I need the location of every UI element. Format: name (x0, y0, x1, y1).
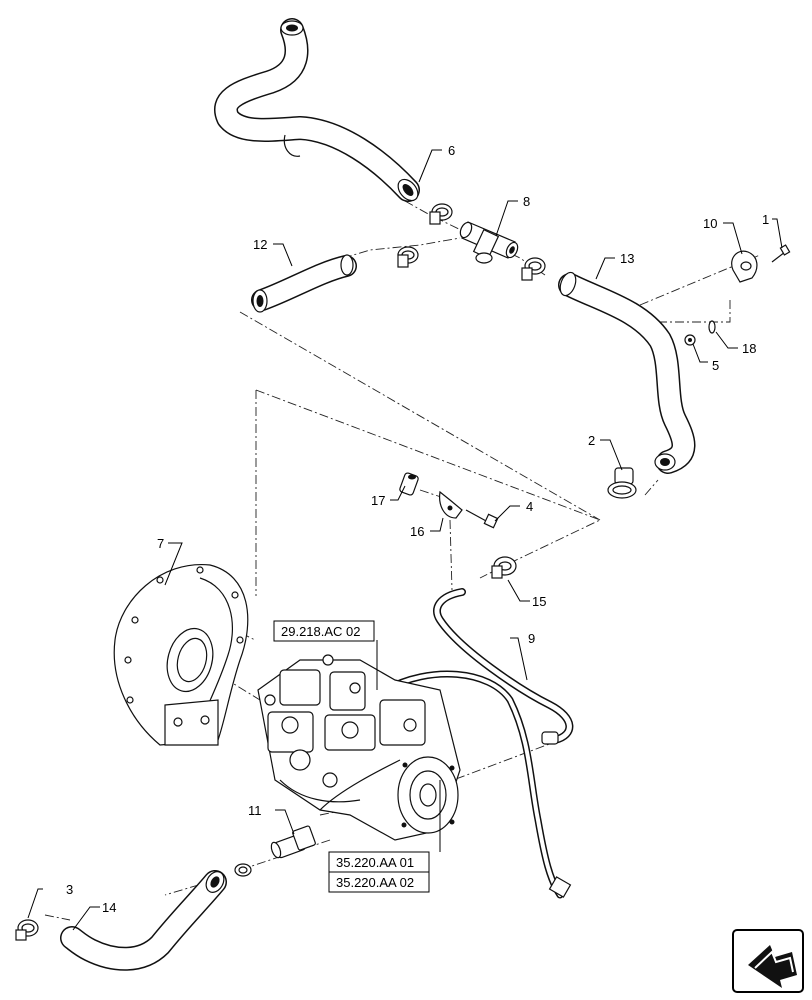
fitting-part-11[interactable] (270, 825, 316, 859)
callout-3[interactable]: 3 (66, 882, 73, 897)
hose-clamp-upper[interactable] (429, 203, 453, 225)
callout-6[interactable]: 6 (448, 143, 455, 158)
callout-2[interactable]: 2 (588, 433, 595, 448)
hose-part-14[interactable] (60, 868, 227, 971)
callout-16[interactable]: 16 (410, 524, 424, 539)
leader-lines (27, 149, 783, 931)
callout-10[interactable]: 10 (703, 216, 717, 231)
bracket-part-10[interactable] (731, 250, 758, 283)
hose-clamp-left[interactable] (397, 246, 419, 268)
reference-box-29-218-ac-02[interactable]: 29.218.AC 02 (273, 620, 375, 642)
hose-part-12[interactable] (251, 254, 357, 313)
reference-label-2: 35.220.AA 01 (336, 855, 414, 870)
hose-clamp-right[interactable] (521, 257, 546, 281)
clamp-part-15[interactable] (491, 556, 517, 579)
bolt-part-4[interactable] (465, 509, 499, 529)
callout-5[interactable]: 5 (712, 358, 719, 373)
hose-clamp-lower[interactable] (234, 863, 252, 877)
tube-part-9[interactable] (433, 588, 574, 745)
hydrostatic-pump-assembly[interactable] (257, 654, 461, 841)
hose-part-13[interactable] (557, 270, 696, 474)
callout-13[interactable]: 13 (620, 251, 634, 266)
callout-4[interactable]: 4 (526, 499, 533, 514)
reference-label-1: 29.218.AC 02 (281, 624, 361, 639)
housing-part-7[interactable] (113, 564, 249, 746)
callout-labels: 6 8 12 13 10 1 5 18 2 17 16 4 15 9 7 11 … (66, 143, 769, 915)
callout-9[interactable]: 9 (528, 631, 535, 646)
navigation-arrow-icon[interactable] (732, 929, 804, 993)
reference-box-35-220-aa[interactable]: 35.220.AA 01 35.220.AA 02 (328, 851, 430, 893)
spacer-part-17[interactable] (399, 472, 419, 496)
callout-1[interactable]: 1 (762, 212, 769, 227)
clip-part-16[interactable] (439, 490, 463, 519)
callout-17[interactable]: 17 (371, 493, 385, 508)
callout-8[interactable]: 8 (523, 194, 530, 209)
callout-7[interactable]: 7 (157, 536, 164, 551)
bolt-part-1[interactable] (771, 244, 791, 263)
hose-part-6[interactable] (214, 18, 422, 204)
nut-part-5[interactable] (684, 334, 696, 346)
callout-15[interactable]: 15 (532, 594, 546, 609)
callout-14[interactable]: 14 (102, 900, 116, 915)
tee-fitting-part-8[interactable] (458, 221, 520, 264)
reference-label-3: 35.220.AA 02 (336, 875, 414, 890)
callout-18[interactable]: 18 (742, 341, 756, 356)
callout-12[interactable]: 12 (253, 237, 267, 252)
clamp-part-3[interactable] (15, 919, 39, 941)
hose-clamp-part-2[interactable] (607, 467, 637, 499)
washer-part-18[interactable] (708, 320, 716, 334)
callout-11[interactable]: 11 (248, 803, 262, 818)
hydraulic-line[interactable] (381, 670, 572, 899)
